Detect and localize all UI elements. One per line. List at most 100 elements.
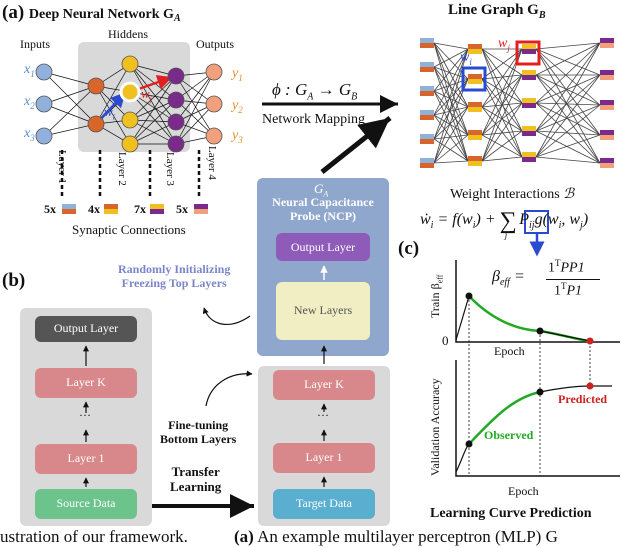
curve-point [586,337,594,345]
ncp-new-layers [276,282,370,340]
weight-equation: ẇi = f(wi) + ∑jPijg(wi, wj) [420,208,589,241]
curve-point [536,327,544,335]
line-graph-node [522,49,536,54]
source-layer-1: Layer 1 [67,451,105,465]
target-dots: ··· [317,408,329,422]
epoch-bottom-label: Epoch [508,484,539,498]
epoch-top-label: Epoch [494,344,525,358]
mlp-node [35,127,53,145]
layer-1-label: Layer 1 [56,150,68,184]
y3-label: y3 [232,128,243,145]
curve-point [536,388,544,396]
mlp-node [167,113,185,131]
line-graph-node [468,135,482,140]
line-graph-node [522,152,536,157]
panel-a-title: (a) Deep Neural Network GA [2,2,181,24]
line-graph-node [420,62,434,67]
mlp-node [87,77,105,95]
learning-curves [455,292,612,473]
line-graph-node [522,70,536,75]
fine-tune-arrow [205,370,253,407]
observed-label: Observed [484,428,534,442]
mlp-node [121,135,139,153]
source-data: Source Data [56,496,116,510]
target-layer-1: Layer 1 [305,450,343,464]
ncp-output-layer [276,233,370,261]
line-graph-node [600,70,614,75]
mlp-node [121,55,139,73]
weight-interactions-title: Weight Interactions ℬ [450,187,575,202]
mlp-node [87,115,105,133]
x2-label: x2 [24,94,35,111]
mlp-node [35,63,53,81]
learning-curve-title: Learning Curve Prediction [430,506,592,521]
beta-eff-denominator: 1TP1 [554,281,583,299]
line-graph-node [600,135,614,140]
panel-c-tag: (c) [398,238,420,259]
source-layer-k: Layer K [66,375,106,389]
wi-highlight-box [461,66,487,92]
line-graph-node [468,44,482,49]
layer-2-label: Layer 2 [116,152,128,186]
ncp-output-layer-label: Output Layer [290,240,356,254]
line-graph-node [420,158,434,163]
mlp-node [121,111,139,129]
line-graph-title: Line Graph GB [448,2,546,21]
mlp-wi-label: wi [104,104,115,122]
line-graph-node [600,38,614,43]
line-graph-node [468,79,482,84]
line-graph-node [600,100,614,105]
mlp-node [205,127,223,145]
line-graph-node [600,105,614,110]
line-graph-nodes [420,38,614,168]
count-5x-b: 5x [176,202,188,216]
panel-b-tag: (b) [2,270,26,291]
target-layer-k: Layer K [304,377,344,391]
line-graph-node [522,75,536,80]
outputs-label: Outputs [196,37,235,51]
ncp-to-graph-arrow [320,116,392,174]
mlp-wj-label: wj [141,86,152,104]
hiddens-label: Hiddens [108,27,148,41]
count-5x-a: 5x [44,202,56,216]
line-graph-node [420,115,434,120]
predicted-label: Predicted [558,392,608,406]
line-graph-node [468,74,482,79]
val-acc-axes [455,360,620,477]
dotted-guides [468,296,591,476]
panel-a-tag: (a) [2,2,25,23]
synaptic-connections-label: Synaptic Connections [72,222,186,237]
line-graph-node [522,126,536,131]
line-graph-node [522,44,536,49]
layer-3-label: Layer 3 [164,152,176,186]
dnn-title: Deep Neural Network G [28,7,174,22]
target-data: Target Data [296,496,352,510]
mapping-formula: ϕ : GA → GB [272,80,358,103]
line-graph-node [468,156,482,161]
line-graph-node [420,163,434,168]
count-7x: 7x [134,202,146,216]
line-graph-node [420,86,434,91]
mlp-node [205,63,223,81]
count-4x: 4x [88,202,100,216]
line-graph-node [468,161,482,166]
curve-point [586,382,594,390]
fraction-bar [546,279,600,280]
mlp-node [167,91,185,109]
line-graph-node [600,130,614,135]
mlp-node [205,95,223,113]
line-graph-node [420,139,434,144]
random-init-arrow [202,307,251,325]
x1-label: x1 [24,62,35,79]
layer-dash-lines [60,150,201,198]
line-graph-node [420,91,434,96]
synaptic-chips [62,204,208,214]
line-graph-node [420,110,434,115]
line-graph-node [420,43,434,48]
line-graph-node [468,102,482,107]
beta-eff-numerator: 1TPP1 [548,258,585,276]
